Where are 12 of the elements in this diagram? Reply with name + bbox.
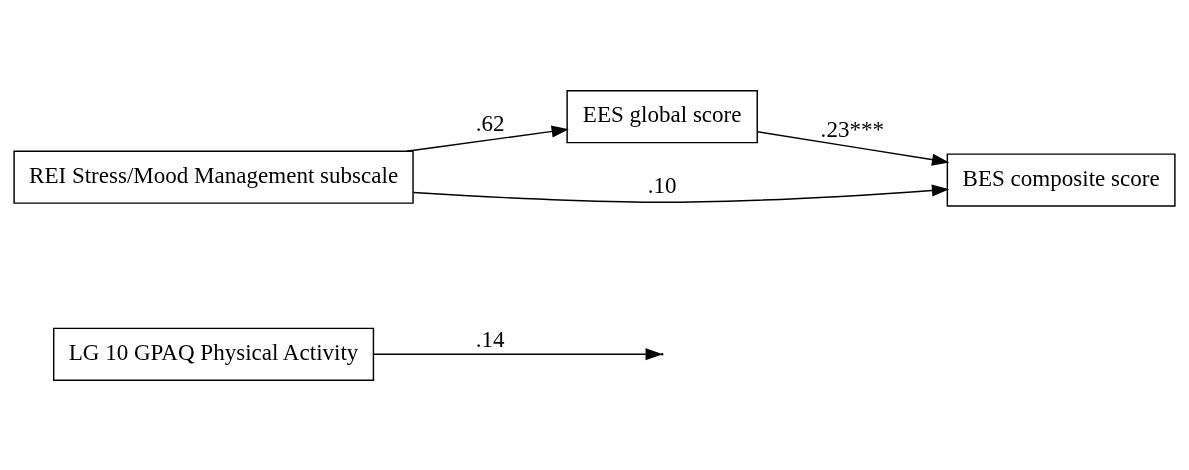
edge-label: .23*** [820,115,884,142]
node-box: BES composite score [946,152,1176,207]
arrow [373,347,663,360]
node-box: EES global score [566,89,758,143]
arrow [412,183,950,203]
edge-label: .62 [475,109,505,136]
arrow [756,130,950,166]
edge-label: .10 [647,171,677,198]
edge-label: .14 [475,325,505,352]
arrow [405,124,569,152]
node-box: REI Stress/Mood Management subscale [13,150,414,204]
node-box: LG 10 GPAQ Physical Activity [53,327,375,381]
